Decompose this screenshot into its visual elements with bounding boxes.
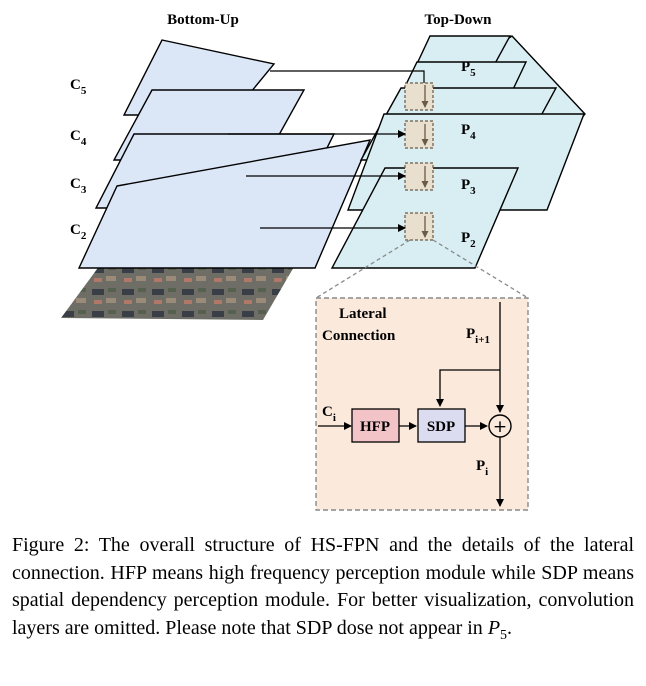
caption-suffix: . bbox=[507, 616, 513, 639]
bottom-up-heading: Bottom-Up bbox=[167, 12, 239, 28]
zoom-line-right bbox=[432, 239, 529, 299]
label-p-i-plus-1: Pi+1 bbox=[466, 326, 490, 346]
label-c4: C4 bbox=[70, 128, 87, 148]
lateral-detail-panel bbox=[315, 297, 529, 511]
label-c5: C5 bbox=[70, 77, 87, 97]
lateral-box-p5 bbox=[404, 82, 434, 111]
lateral-title-line1: Lateral bbox=[339, 306, 386, 322]
zoom-line-left bbox=[315, 239, 411, 299]
label-c2: C2 bbox=[70, 222, 87, 242]
lateral-line-c5 bbox=[270, 70, 425, 83]
figure-caption: Figure 2: The overall structure of HS-FP… bbox=[12, 532, 634, 649]
label-p4: P4 bbox=[461, 122, 476, 142]
label-p5: P5 bbox=[461, 59, 476, 79]
label-p3: P3 bbox=[461, 177, 476, 197]
bottom-up-plane-c2 bbox=[77, 139, 372, 269]
lateral-box-p2 bbox=[404, 212, 434, 241]
lateral-box-p3 bbox=[404, 162, 434, 191]
sum-symbol: + bbox=[493, 417, 507, 437]
sdp-label: SDP bbox=[427, 419, 455, 435]
hfp-label: HFP bbox=[360, 419, 390, 435]
sdp-box bbox=[417, 408, 466, 443]
top-down-heading: Top-Down bbox=[425, 12, 493, 28]
lateral-title-line2: Connection bbox=[322, 328, 396, 344]
label-p-i: Pi bbox=[476, 458, 488, 478]
caption-text: Figure 2: The overall structure of HS-FP… bbox=[12, 534, 634, 639]
label-c3: C3 bbox=[70, 176, 87, 196]
branch-to-sdp-line bbox=[436, 369, 500, 407]
lateral-box-p4 bbox=[404, 120, 434, 149]
caption-math: P5 bbox=[487, 616, 508, 643]
hs-fpn-diagram: Bottom-Up Top-Down C5 C4 C3 C2 P5 P4 P3 … bbox=[61, 12, 586, 511]
label-p2: P2 bbox=[461, 230, 476, 250]
label-c-i: Ci bbox=[322, 404, 336, 424]
